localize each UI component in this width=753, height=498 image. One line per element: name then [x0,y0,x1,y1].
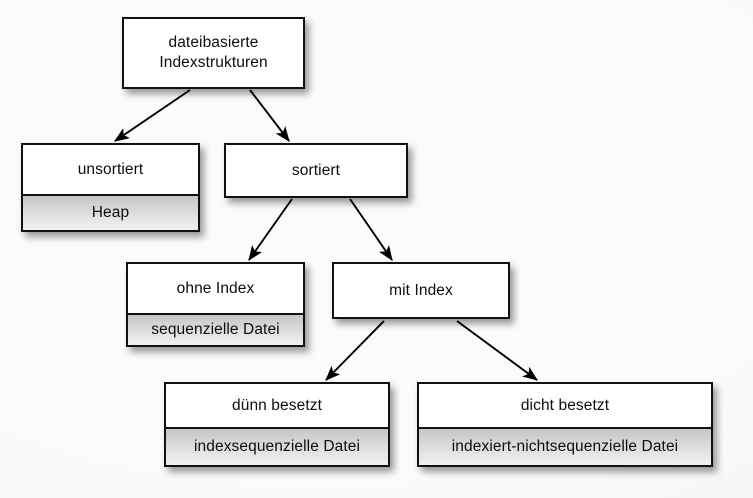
edge-root-to-sortiert [249,89,290,142]
edge-sortiert-to-ohne-index [248,198,293,261]
edge-mit-index-to-dicht [456,320,538,381]
node-sortiert-title: sortiert [226,145,406,196]
node-dicht-besetzt-title: dicht besetzt [419,384,711,427]
node-ohne-index-subtype: sequenzielle Datei [128,313,303,345]
edge-root-to-unsortiert [114,89,191,142]
node-duenn-besetzt-title: dünn besetzt [166,384,388,427]
node-ohne-index-title: ohne Index [128,264,303,313]
node-unsortiert-subtype: Heap [23,194,198,230]
node-sortiert[interactable]: sortiert [224,143,408,198]
node-dicht-besetzt[interactable]: dicht besetzt indexiert-nichtsequenziell… [417,382,713,467]
node-root[interactable]: dateibasierte Indexstrukturen [122,17,305,89]
node-root-title: dateibasierte Indexstrukturen [124,19,303,87]
node-ohne-index[interactable]: ohne Index sequenzielle Datei [126,262,305,347]
edge-mit-index-to-duenn [325,320,385,381]
edge-sortiert-to-mit-index [349,198,393,261]
node-duenn-besetzt-subtype: indexsequenzielle Datei [166,427,388,465]
node-mit-index-title: mit Index [334,264,508,317]
node-dicht-besetzt-subtype: indexiert-nichtsequenzielle Datei [419,427,711,465]
node-mit-index[interactable]: mit Index [332,262,510,319]
node-duenn-besetzt[interactable]: dünn besetzt indexsequenzielle Datei [164,382,390,467]
node-unsortiert-title: unsortiert [23,145,198,194]
node-unsortiert[interactable]: unsortiert Heap [21,143,200,232]
